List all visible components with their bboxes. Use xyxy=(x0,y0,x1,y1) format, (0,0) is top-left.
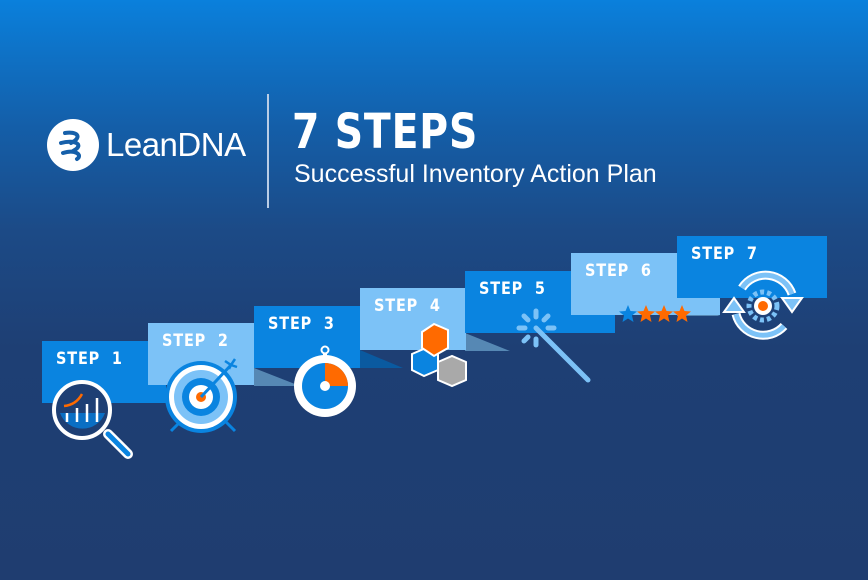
leandna-logo-icon xyxy=(47,119,99,171)
magic-wand-icon xyxy=(516,308,591,383)
target-icon xyxy=(165,358,238,433)
star-rating-icon xyxy=(619,305,691,322)
step-label: STEP 6 xyxy=(585,261,652,281)
divider xyxy=(267,94,269,208)
step-label: STEP 5 xyxy=(479,279,546,299)
magnifier-chart-icon xyxy=(52,380,133,459)
step-3: STEP 3 xyxy=(254,306,360,368)
step-7: STEP 7 xyxy=(677,236,827,298)
page-subtitle: Successful Inventory Action Plan xyxy=(294,160,657,188)
step-label: STEP 4 xyxy=(374,296,441,316)
stopwatch-icon xyxy=(294,345,356,417)
cycle-gear-icon xyxy=(722,270,804,340)
step-label: STEP 2 xyxy=(162,331,229,351)
page-title: 7 STEPS xyxy=(292,104,479,160)
boxes-icon xyxy=(411,322,467,388)
step-label: STEP 3 xyxy=(268,314,335,334)
step-label: STEP 7 xyxy=(691,244,758,264)
step-label: STEP 1 xyxy=(56,349,123,369)
brand-name: LeanDNA xyxy=(106,126,246,163)
